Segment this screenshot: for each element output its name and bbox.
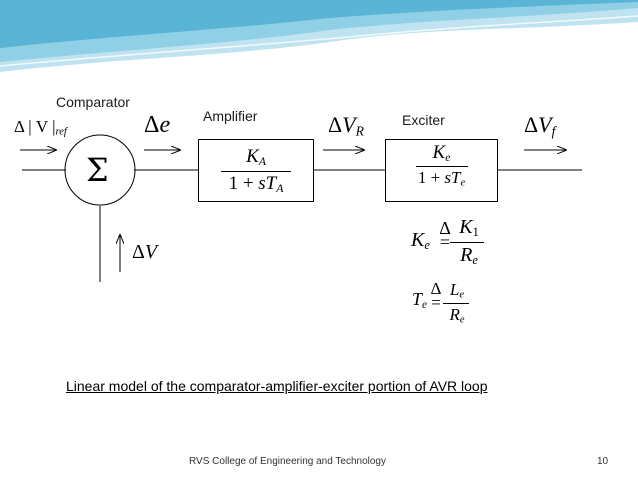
- amplifier-block: KA 1 + sTA: [198, 139, 314, 202]
- amplifier-label: Amplifier: [203, 108, 258, 124]
- te-fraction-bar: [443, 303, 469, 304]
- amplifier-numerator: KA: [246, 146, 266, 168]
- exciter-fraction-bar: [416, 166, 468, 167]
- ke-numerator: K1: [459, 216, 479, 240]
- ke-denominator: Re: [460, 244, 478, 268]
- te-denominator: Re: [449, 305, 465, 326]
- figure-caption: Linear model of the comparator-amplifier…: [66, 378, 488, 394]
- ref-input-label: Δ | V |ref: [14, 117, 67, 138]
- vr-label: ΔVR: [328, 112, 364, 139]
- exciter-denominator: 1 + sTe: [417, 168, 466, 189]
- te-definition-symbol: Δ =: [430, 279, 442, 312]
- footer-institution: RVS College of Engineering and Technolog…: [189, 456, 386, 467]
- feedback-label: ΔV: [132, 241, 158, 263]
- footer-page-number: 10: [597, 456, 609, 467]
- exciter-label: Exciter: [402, 112, 445, 128]
- vf-label: ΔVf: [524, 112, 556, 139]
- header-wave: [0, 0, 638, 72]
- ke-definition-symbol: Δ =: [439, 218, 451, 252]
- te-equation-lhs: Te: [412, 289, 427, 311]
- sum-symbol: Σ: [86, 151, 109, 189]
- amplifier-denominator: 1 + sTA: [228, 173, 284, 195]
- ke-fraction-bar: [450, 242, 484, 243]
- exciter-numerator: Ke: [432, 142, 451, 164]
- error-label: Δe: [144, 112, 171, 138]
- ke-equation-lhs: Ke: [411, 229, 430, 253]
- amplifier-fraction-bar: [221, 171, 291, 172]
- comparator-label: Comparator: [56, 94, 130, 110]
- exciter-block: Ke 1 + sTe: [385, 139, 498, 202]
- summing-junction: [64, 134, 136, 206]
- te-numerator: Le: [449, 280, 465, 301]
